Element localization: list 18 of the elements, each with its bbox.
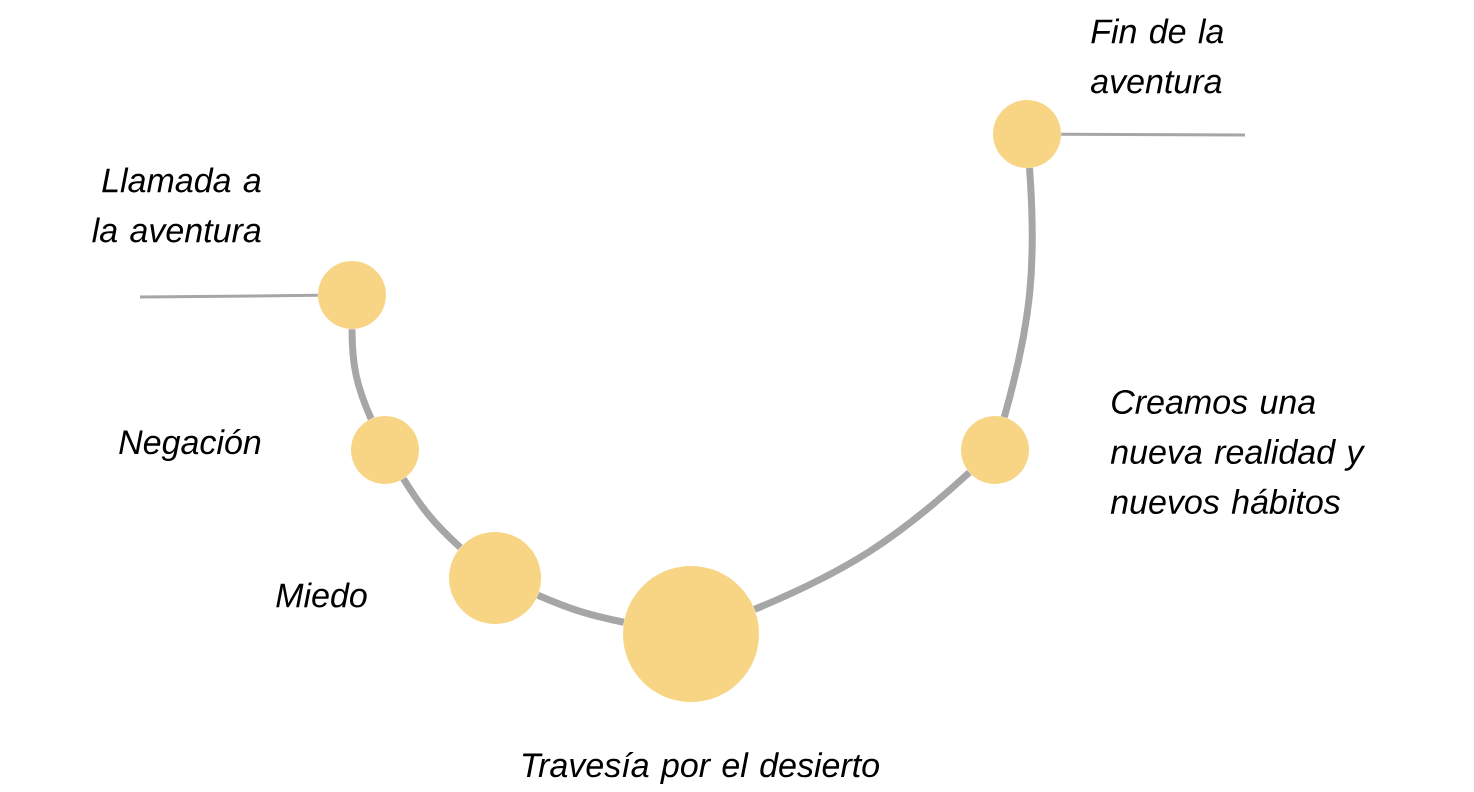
stage-circle (961, 416, 1029, 484)
leader-line (1061, 132, 1246, 137)
stage-label: Fin de la aventura (1091, 18, 1224, 94)
curve-segment (536, 592, 625, 626)
stage-label: Llamada a la aventura (92, 167, 261, 243)
stage-label: Miedo (276, 582, 367, 608)
curve-segment (753, 469, 972, 613)
stage-label: Creamos una nueva realidad y nuevos hábitos (1110, 389, 1366, 515)
curve-segment (400, 476, 463, 551)
stage-label: Negación (119, 428, 261, 462)
curve-segment (1000, 167, 1036, 418)
stage-circle (993, 100, 1061, 168)
stage-label: Travesía por el desierto (522, 751, 879, 785)
stage-circle (449, 532, 541, 624)
leader-line (140, 293, 318, 299)
stage-circle (351, 416, 419, 484)
stage-circle (623, 566, 759, 702)
stage-circle (318, 261, 386, 329)
